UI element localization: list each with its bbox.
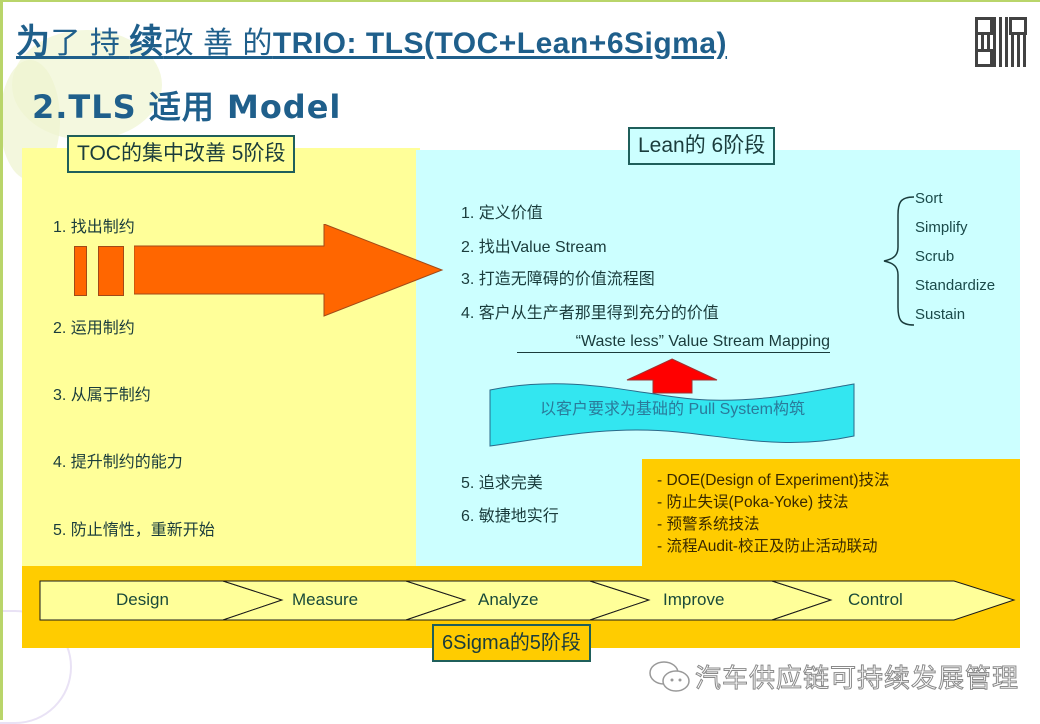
tools-item: - 预警系统技法 — [657, 516, 760, 533]
toc-label: TOC的集中改善 5阶段 — [67, 135, 296, 173]
page-title: 为了 持 续改 善 的TRIO: TLS(TOC+Lean+6Sigma) — [16, 14, 727, 63]
slide-frame-left — [0, 0, 3, 720]
qr-corner — [1009, 17, 1027, 35]
orange-arrow-icon — [134, 224, 444, 317]
arrow-tail-bar — [98, 246, 124, 296]
tools-item: - 防止失误(Poka-Yoke) 技法 — [657, 494, 849, 511]
toc-panel — [22, 148, 420, 572]
title-text-en: TRIO: TLS(TOC+Lean+6Sigma) — [272, 27, 728, 60]
sigma-phase-measure: Measure — [292, 590, 359, 609]
vsm-caption: “Waste less” Value Stream Mapping — [517, 333, 830, 353]
tools-panel — [642, 459, 1020, 569]
tools-item: - 流程Audit-校正及防止活动联动 — [657, 538, 878, 555]
toc-step: 3. 从属于制约 — [53, 387, 151, 404]
tools-item: - DOE(Design of Experiment)技法 — [657, 472, 890, 489]
five-s-item: Sort — [915, 190, 943, 207]
arrow-tail-bar — [74, 246, 87, 296]
lean-step: 3. 打造无障碍的价值流程图 — [461, 271, 655, 288]
sigma-phase-chevrons — [39, 580, 1016, 621]
five-s-item: Simplify — [915, 219, 968, 236]
sigma-phase-improve: Improve — [663, 590, 725, 609]
tools-list: - DOE(Design of Experiment)技法 - 防止失误(Pok… — [657, 470, 890, 558]
up-arrow-icon — [626, 358, 718, 394]
slide-frame-top — [0, 0, 1040, 2]
lean-step: 5. 追求完美 — [461, 475, 543, 492]
lean-step: 2. 找出Value Stream — [461, 239, 607, 256]
page-subtitle: 2.TLS 适用 Model — [32, 88, 342, 126]
title-char: 续 — [129, 23, 164, 61]
wave-banner-shape — [489, 383, 855, 447]
lean-label: Lean的 6阶段 — [628, 127, 776, 165]
sigma-phase-analyze: Analyze — [478, 590, 539, 609]
five-s-item: Standardize — [915, 277, 996, 294]
toc-step: 1. 找出制约 — [53, 219, 135, 236]
lean-step: 1. 定义价值 — [461, 205, 543, 222]
lean-step: 6. 敏捷地实行 — [461, 508, 559, 525]
sigma-label: 6Sigma的5阶段 — [432, 624, 591, 662]
watermark-text: 汽车供应链可持续发展管理 — [694, 663, 1020, 694]
wechat-icon — [649, 661, 690, 692]
toc-step: 4. 提升制约的能力 — [53, 454, 183, 471]
toc-step: 2. 运用制约 — [53, 320, 135, 337]
qr-code-icon — [975, 17, 1027, 67]
lean-step: 4. 客户从生产者那里得到充分的价值 — [461, 305, 719, 322]
sigma-phase-design: Design — [116, 590, 169, 609]
title-text: 改 善 的 — [163, 27, 273, 60]
pull-system-banner-text: 以客户要求为基础的 Pull System构筑 — [540, 401, 805, 418]
toc-step: 5. 防止惰性，重新开始 — [53, 522, 215, 539]
title-char: 为 — [16, 23, 51, 61]
sigma-phase-control: Control — [848, 590, 903, 609]
five-s-item: Sustain — [915, 306, 966, 323]
five-s-item: Scrub — [915, 248, 955, 265]
title-text: 了 持 — [50, 27, 130, 60]
curly-brace-icon — [883, 196, 915, 326]
